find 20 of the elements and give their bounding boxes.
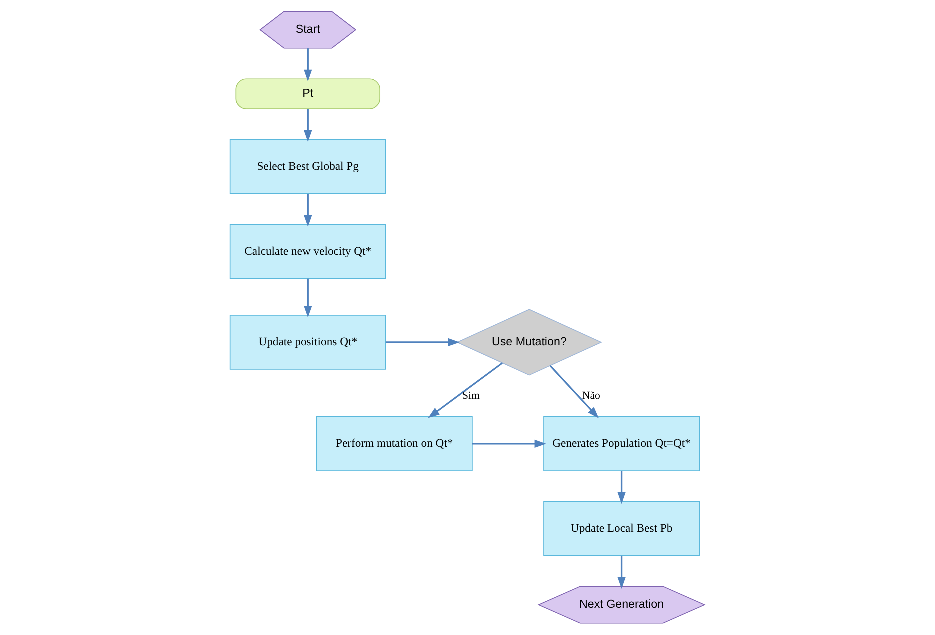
node-box: Update positions Qt* <box>230 315 386 370</box>
node-box: Pt <box>236 78 380 110</box>
arrow <box>304 278 312 318</box>
arrow <box>304 109 312 142</box>
arrow <box>304 194 312 228</box>
node-box: Select Best Global Pg <box>230 139 386 194</box>
arrow <box>618 471 626 504</box>
arrow <box>472 440 546 448</box>
edge-label: Não <box>582 390 600 402</box>
arrow <box>428 362 503 418</box>
edge-label: Sim <box>462 390 480 402</box>
arrow <box>618 556 626 590</box>
arrow <box>386 338 460 347</box>
arrow <box>550 365 600 419</box>
arrow <box>304 48 312 82</box>
node-box: Calculate new velocity Qt* <box>230 224 386 280</box>
node-diamond: Use Mutation? <box>456 309 602 376</box>
node-box: Generates Population Qt=Qt* <box>544 416 700 472</box>
node-box: Update Local Best Pb <box>544 501 700 556</box>
node-box: Perform mutation on Qt* <box>316 416 473 472</box>
